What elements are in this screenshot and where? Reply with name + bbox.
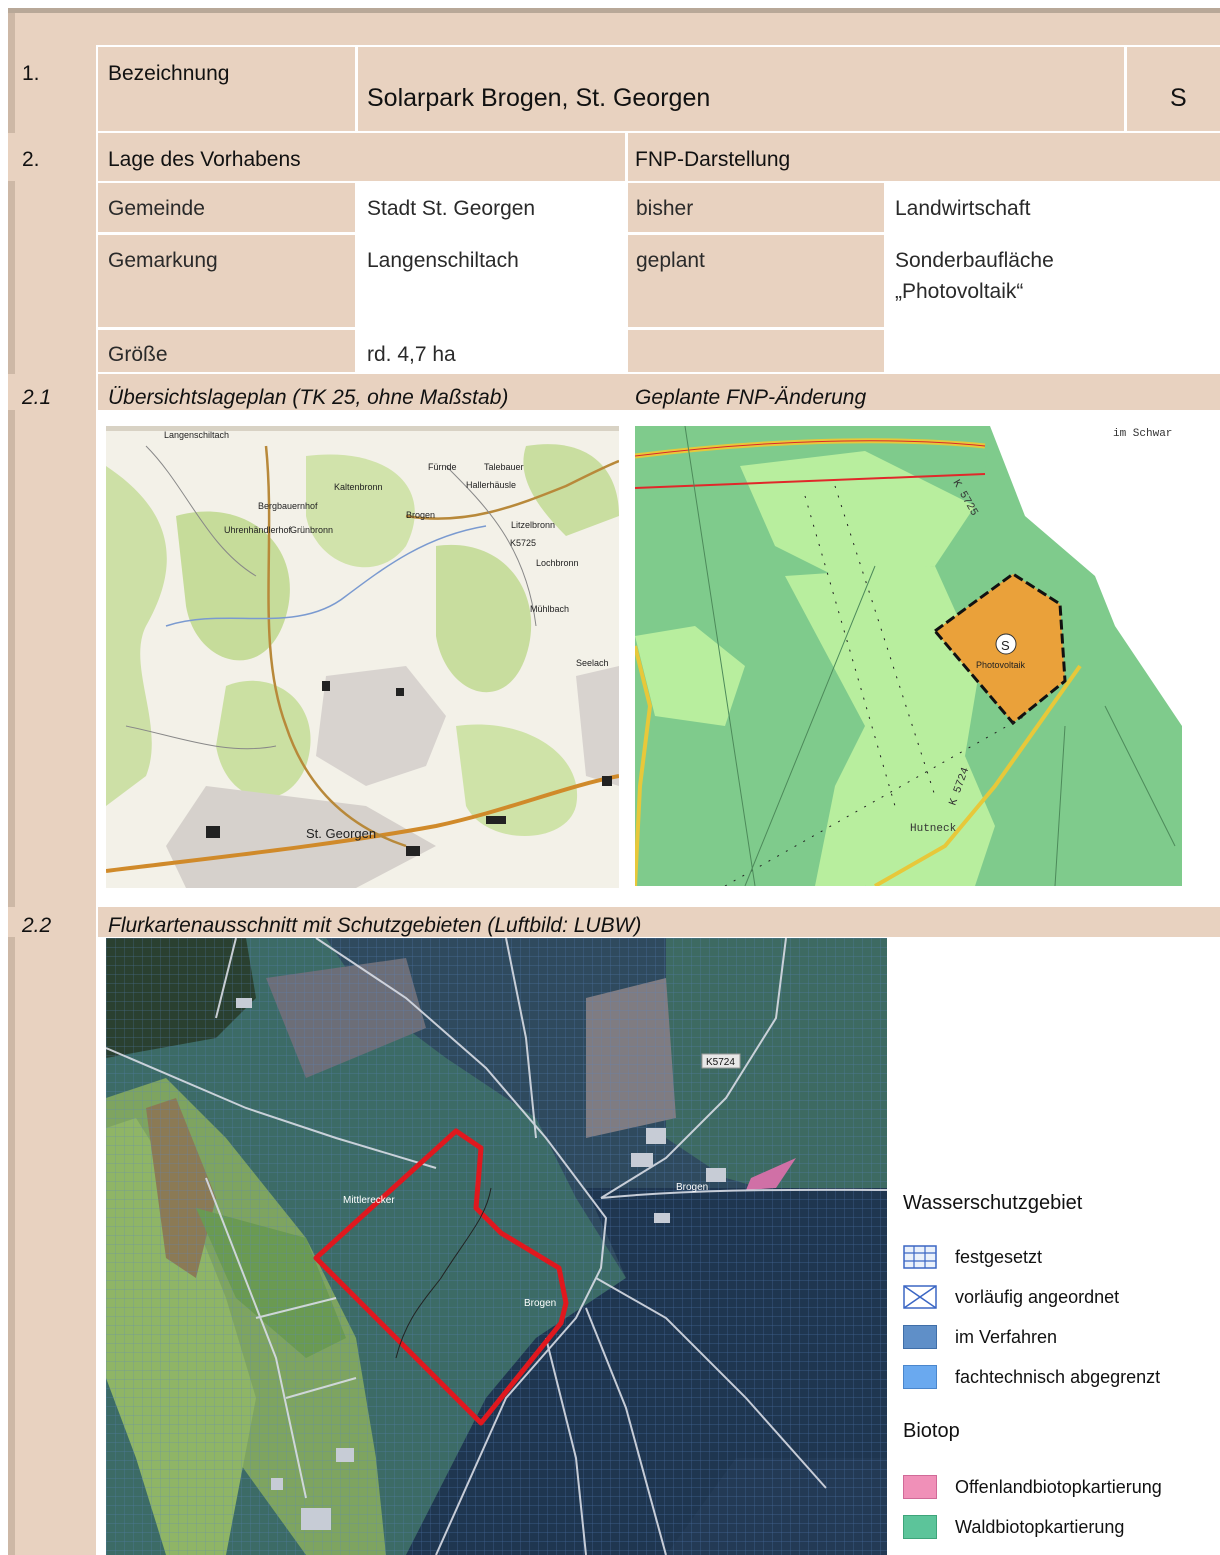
topo-label: Langenschiltach bbox=[164, 430, 229, 440]
legend-item: fachtechnisch abgegrenzt bbox=[903, 1365, 1160, 1389]
row2-band bbox=[8, 133, 1220, 181]
project-title: Solarpark Brogen, St. Georgen bbox=[367, 84, 711, 112]
aerial-label: Brogen bbox=[524, 1298, 556, 1309]
row1-label: Bezeichnung bbox=[108, 62, 230, 85]
lage-key-cell bbox=[98, 235, 355, 327]
legend-heading: Biotop bbox=[903, 1420, 960, 1442]
topo-label: Bergbauernhof bbox=[258, 501, 318, 511]
fnp-map: S Photovoltaik im Schwar K 5725 K 5724 H… bbox=[635, 426, 1182, 886]
sec21-band bbox=[8, 374, 1220, 410]
legend-item: festgesetzt bbox=[903, 1245, 1042, 1269]
aerial-label: K5724 bbox=[706, 1057, 735, 1068]
lage-heading: Lage des Vorhabens bbox=[108, 148, 301, 171]
topo-label: K5725 bbox=[510, 538, 536, 548]
fnp-key-cell bbox=[628, 183, 884, 232]
row2-number: 2. bbox=[22, 148, 40, 171]
fnp-key-cell bbox=[628, 235, 884, 327]
topo-label: Talebauer bbox=[484, 462, 524, 472]
fnp-key: geplant bbox=[636, 249, 705, 272]
fnp-map-label: Hutneck bbox=[910, 823, 957, 835]
fnp-pv-label: Photovoltaik bbox=[976, 660, 1026, 670]
legend-label: im Verfahren bbox=[955, 1326, 1058, 1347]
fnp-s-label: S bbox=[1001, 638, 1010, 653]
sec22-band bbox=[8, 907, 1220, 937]
legend-label: fachtechnisch abgegrenzt bbox=[955, 1366, 1161, 1387]
sec21-right-caption: Geplante FNP-Änderung bbox=[635, 386, 867, 409]
topo-label: Kaltenbronn bbox=[334, 482, 383, 492]
lage-key: Größe bbox=[108, 343, 168, 366]
topo-label: Lochbronn bbox=[536, 558, 579, 568]
aerial-label: Mittlerecker bbox=[343, 1195, 395, 1206]
sec22-divider bbox=[96, 907, 98, 937]
sec21-divider bbox=[96, 374, 98, 410]
row1-title-cell bbox=[358, 47, 1124, 131]
fnp-value: Sonderbaufläche bbox=[895, 249, 1054, 272]
topo-label: Uhrenhändlerhof bbox=[224, 525, 292, 535]
lage-value: Langenschiltach bbox=[367, 249, 519, 272]
topographic-map: Langenschiltach Fürnde Talebauer Hallerh… bbox=[106, 426, 619, 888]
top-border bbox=[8, 8, 1220, 13]
fnp-heading: FNP-Darstellung bbox=[635, 148, 791, 171]
row1-label-cell bbox=[98, 47, 355, 131]
row2-divider-1 bbox=[96, 133, 98, 181]
legend-heading: Wasserschutzgebiet bbox=[903, 1192, 1083, 1214]
topo-label: Grünbronn bbox=[290, 525, 333, 535]
sec21-number: 2.1 bbox=[22, 386, 52, 409]
left-border bbox=[8, 13, 15, 1555]
project-code: S bbox=[1170, 84, 1187, 112]
topo-label: Brogen bbox=[406, 510, 435, 520]
lage-key-cell bbox=[98, 330, 355, 372]
fnp-map-label: im Schwar bbox=[1113, 428, 1172, 440]
green-swatch-icon bbox=[903, 1515, 937, 1539]
sec22-caption: Flurkartenausschnitt mit Schutzgebieten … bbox=[108, 914, 642, 937]
row2-divider-2 bbox=[625, 133, 628, 181]
topo-label: Mühlbach bbox=[530, 604, 569, 614]
fnp-key: bisher bbox=[636, 197, 694, 220]
topo-label: Seelach bbox=[576, 658, 609, 668]
sec21-left-caption: Übersichtslageplan (TK 25, ohne Maßstab) bbox=[108, 386, 509, 409]
legend-item: Waldbiotopkartierung bbox=[903, 1515, 1124, 1539]
legend-label: Offenlandbiotopkartierung bbox=[955, 1476, 1162, 1497]
grid-hatch-icon bbox=[903, 1245, 937, 1269]
topo-label: Fürnde bbox=[428, 462, 457, 472]
sec22-number: 2.2 bbox=[22, 914, 52, 937]
legend-label: Waldbiotopkartierung bbox=[955, 1516, 1125, 1537]
legend-label: vorläufig angeordnet bbox=[955, 1286, 1120, 1307]
lage-value: Stadt St. Georgen bbox=[367, 197, 536, 220]
legend-label: festgesetzt bbox=[955, 1246, 1043, 1267]
aerial-label: Brogen bbox=[676, 1182, 708, 1193]
legend-item: Offenlandbiotopkartierung bbox=[903, 1475, 1162, 1499]
topo-label: Litzelbronn bbox=[511, 520, 555, 530]
fnp-empty-cell bbox=[628, 330, 884, 372]
pink-swatch-icon bbox=[903, 1475, 937, 1499]
number-column bbox=[8, 45, 96, 1555]
lightblue-swatch-icon bbox=[903, 1365, 937, 1389]
legend-item: im Verfahren bbox=[903, 1325, 1057, 1349]
fnp-value: „Photovoltaik“ bbox=[895, 280, 1024, 303]
topo-label: Hallerhäusle bbox=[466, 480, 516, 490]
blue-swatch-icon bbox=[903, 1325, 937, 1349]
topo-label: St. Georgen bbox=[306, 826, 376, 841]
lage-key: Gemarkung bbox=[108, 249, 218, 272]
aerial-map: K5724 Brogen Mittlerecker Brogen bbox=[106, 938, 887, 1555]
row1-code-cell bbox=[1127, 47, 1220, 131]
row1-number: 1. bbox=[22, 62, 40, 85]
cross-hatch-icon bbox=[903, 1285, 937, 1309]
lage-key-cell bbox=[98, 183, 355, 232]
header-band bbox=[8, 13, 1220, 45]
lage-value: rd. 4,7 ha bbox=[367, 343, 456, 366]
lage-key: Gemeinde bbox=[108, 197, 205, 220]
legend-item: vorläufig angeordnet bbox=[903, 1285, 1119, 1309]
fnp-value: Landwirtschaft bbox=[895, 197, 1031, 220]
